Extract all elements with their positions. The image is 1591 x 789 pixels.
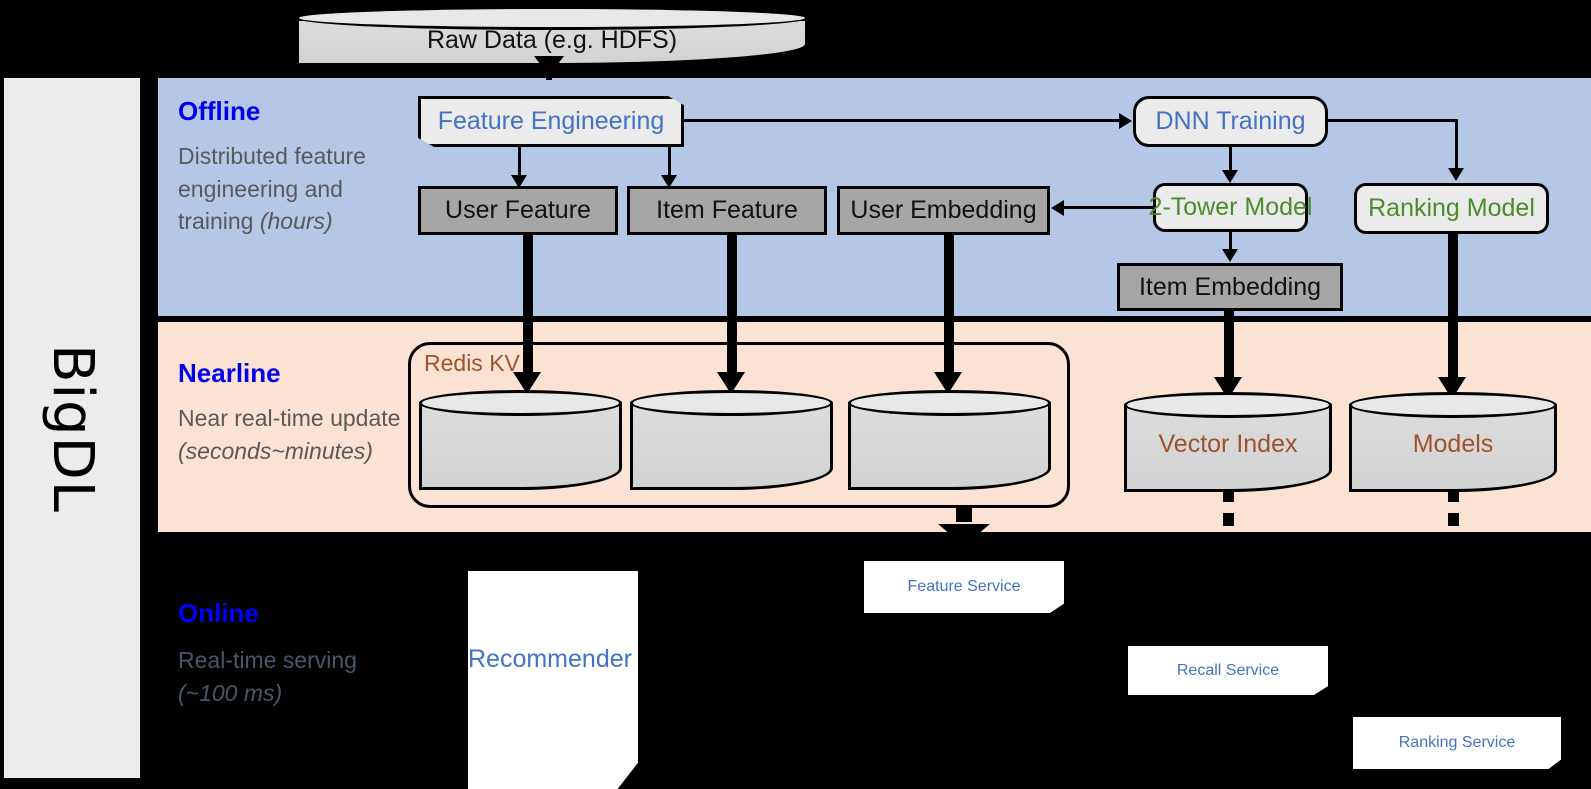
node-dnn-training[interactable]: DNN Training xyxy=(1133,96,1328,147)
store-cylinder-user-embedding-top xyxy=(848,390,1051,416)
store-cylinder-user-feature xyxy=(419,390,622,490)
node-recall-service-label: Recall Service xyxy=(1176,661,1280,679)
connector-2tower-itemembedding xyxy=(1229,232,1232,254)
store-cylinder-item-feature xyxy=(630,390,833,490)
dash-models-1 xyxy=(1448,489,1459,502)
node-user-embedding[interactable]: User Embedding xyxy=(837,186,1050,235)
vector-index-cylinder-body xyxy=(1124,404,1332,492)
arrowhead-userfeature-store xyxy=(513,372,541,394)
connector-featureeng-itemfeature xyxy=(668,147,671,181)
models-label: Models xyxy=(1412,430,1494,458)
node-item-embedding-label: Item Embedding xyxy=(1138,272,1322,301)
arrowhead-userembedding-store xyxy=(934,372,962,394)
arrowhead-rawdata-featureeng xyxy=(534,56,564,76)
node-item-feature[interactable]: Item Feature xyxy=(627,186,827,235)
node-user-embedding-label: User Embedding xyxy=(850,196,1037,224)
models-cylinder: Models xyxy=(1349,392,1557,492)
band-desc-nearline: Near real-time update (seconds~minutes) xyxy=(178,402,408,467)
connector-featureeng-dnn xyxy=(684,119,1120,122)
node-item-feature-label: Item Feature xyxy=(656,196,798,224)
node-dnn-training-label: DNN Training xyxy=(1155,107,1306,135)
node-feature-service-label: Feature Service xyxy=(907,578,1021,595)
connector-featureeng-userfeature xyxy=(518,147,521,181)
pipe-userfeature-store xyxy=(523,235,533,380)
node-ranking-model[interactable]: Ranking Model xyxy=(1354,183,1549,234)
pipe-itemembedding-vectorindex xyxy=(1224,311,1234,385)
models-cylinder-body xyxy=(1349,404,1557,492)
pipe-itemfeature-store xyxy=(727,235,737,380)
arrowhead-itemfeature-store xyxy=(717,372,745,394)
connector-dnn-rankingmodel-h xyxy=(1328,119,1458,122)
bigdl-label: BigDL xyxy=(4,78,140,778)
redis-kv-container xyxy=(408,342,1070,508)
store-cylinder-user-embedding xyxy=(848,390,1051,490)
raw-data-cylinder-top xyxy=(296,6,808,30)
connector-dnn-2tower xyxy=(1229,147,1232,175)
vector-index-cylinder: Vector Index xyxy=(1124,392,1332,492)
arrowhead-dnn-2tower xyxy=(1222,170,1238,183)
dash-models-2 xyxy=(1448,513,1459,526)
vector-index-label: Vector Index xyxy=(1158,430,1298,458)
node-user-feature-label: User Feature xyxy=(445,196,591,224)
connector-dnn-rankingmodel-v xyxy=(1455,119,1458,171)
band-title-nearline: Nearline xyxy=(178,358,281,388)
bigdl-rail: BigDL xyxy=(4,78,140,778)
bigdl-text: BigDL xyxy=(39,343,105,513)
store-cylinder-user-feature-top xyxy=(419,390,622,416)
node-ranking-service-label: Ranking Service xyxy=(1398,734,1516,751)
vector-index-cylinder-top xyxy=(1124,392,1332,418)
band-desc-offline: Distributed feature engineering and trai… xyxy=(178,140,408,238)
arrowhead-redis-featureservice xyxy=(938,524,990,546)
models-cylinder-top xyxy=(1349,392,1557,418)
node-2-tower-model[interactable]: 2-Tower Model xyxy=(1149,183,1312,232)
band-title-online: Online xyxy=(178,598,259,628)
node-feature-engineering-label: Feature Engineering xyxy=(437,107,665,135)
band-desc-nearline-em: (seconds~minutes) xyxy=(178,437,373,464)
band-desc-online: Real-time serving (~100 ms) xyxy=(178,644,408,709)
arrowhead-2tower-userembedding xyxy=(1051,200,1064,216)
redis-kv-label: Redis KV xyxy=(424,350,520,376)
node-2-tower-model-label: 2-Tower Model xyxy=(1148,193,1313,221)
pipe-userembedding-store xyxy=(944,235,954,380)
arrowhead-2tower-itemembedding xyxy=(1222,249,1238,262)
node-recall-service[interactable]: Recall Service xyxy=(1128,646,1328,695)
node-recommender-service[interactable]: Recommender Service xyxy=(468,571,638,789)
node-user-feature[interactable]: User Feature xyxy=(418,186,618,235)
node-ranking-model-label: Ranking Model xyxy=(1368,194,1535,222)
dash-redis-featureservice xyxy=(956,508,972,522)
arrowhead-featureeng-itemfeature xyxy=(661,175,677,188)
band-desc-offline-em: (hours) xyxy=(259,208,333,235)
store-cylinder-item-feature-top xyxy=(630,390,833,416)
store-cylinder-user-feature-body xyxy=(419,402,622,490)
node-item-embedding[interactable]: Item Embedding xyxy=(1117,263,1343,311)
node-recommender-service-label: Recommender Service xyxy=(468,645,723,673)
dash-vector-index-1 xyxy=(1223,489,1234,502)
band-desc-online-em: (~100 ms) xyxy=(178,679,283,706)
arrowhead-dnn-rankingmodel xyxy=(1448,168,1464,181)
node-feature-service[interactable]: Feature Service xyxy=(864,561,1064,613)
raw-data-label: Raw Data (e.g. HDFS) xyxy=(426,26,678,54)
pipe-rankingmodel-models xyxy=(1448,234,1458,385)
node-feature-engineering[interactable]: Feature Engineering xyxy=(418,96,684,147)
band-title-offline: Offline xyxy=(178,96,261,126)
connector-2tower-userembedding xyxy=(1064,206,1154,209)
band-desc-online-main: Real-time serving xyxy=(178,647,357,673)
arrowhead-featureeng-userfeature xyxy=(511,175,527,188)
band-desc-nearline-main: Near real-time update xyxy=(178,405,401,431)
dash-vector-index-2 xyxy=(1223,513,1234,526)
node-ranking-service[interactable]: Ranking Service xyxy=(1353,717,1561,769)
store-cylinder-item-feature-body xyxy=(630,402,833,490)
band-desc-offline-main: Distributed feature engineering and trai… xyxy=(178,143,366,235)
arrowhead-featureeng-dnn xyxy=(1119,113,1132,129)
